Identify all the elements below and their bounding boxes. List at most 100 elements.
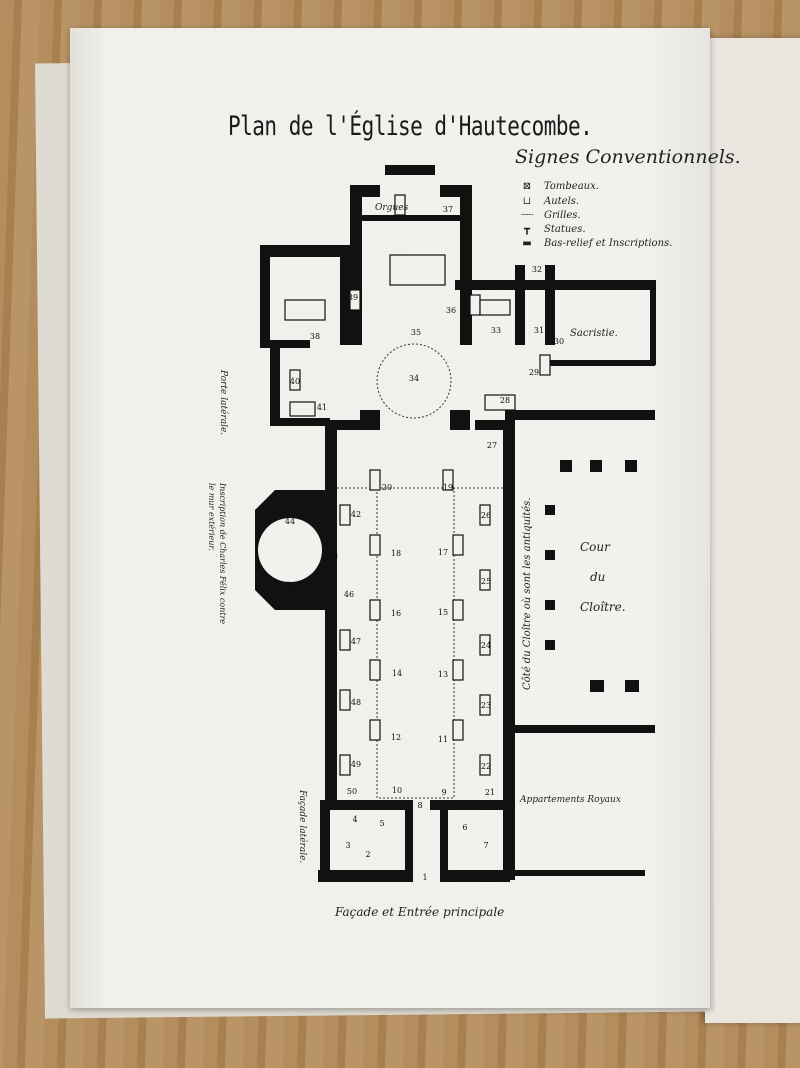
altar <box>289 401 316 417</box>
plan-title: Plan de l'Église d'Hautecombe. <box>228 111 593 141</box>
plan-number: 31 <box>534 326 544 335</box>
wall <box>320 800 410 810</box>
plan-number: 27 <box>487 441 497 450</box>
label-du: du <box>590 570 606 584</box>
wall <box>385 165 435 175</box>
wall <box>270 418 330 426</box>
tomb <box>539 354 551 376</box>
circular-grille <box>376 343 452 419</box>
wall <box>440 870 510 882</box>
label-cote-cloitre: Côté du Cloître où sont les antiquités. <box>522 497 533 690</box>
plan-number: 14 <box>392 669 402 678</box>
tomb <box>452 719 464 741</box>
plan-number: 2 <box>365 850 370 859</box>
wall <box>515 725 655 733</box>
tomb <box>369 469 381 491</box>
plan-number: 33 <box>491 326 501 335</box>
plan-number: 49 <box>351 760 361 769</box>
plan-number: 35 <box>411 328 421 337</box>
plan-number: 7 <box>483 841 488 850</box>
wall <box>350 185 380 197</box>
tomb-icon: ⊠ <box>522 181 532 192</box>
tomb <box>339 504 351 526</box>
label-cloitre: Cloître. <box>580 600 626 614</box>
legend-title: Signes Conventionnels. <box>515 146 741 168</box>
plan-number: 8 <box>417 801 422 810</box>
wall <box>625 460 637 472</box>
plan-number: 37 <box>443 205 453 214</box>
nave-grille <box>376 487 455 799</box>
plan-number: 40 <box>290 377 300 386</box>
plan-number: 29 <box>529 368 539 377</box>
wall <box>270 345 280 425</box>
wall <box>625 680 639 692</box>
legend-item-bas-relief: ▬Bas-relief et Inscriptions. <box>516 238 672 249</box>
plan-number: 15 <box>438 608 448 617</box>
book-page <box>70 28 710 1008</box>
tomb <box>479 634 491 656</box>
tomb <box>442 469 454 491</box>
label-porte-laterale: Porte latérale. <box>218 370 228 436</box>
label-facade-laterale: Façade latérale. <box>297 790 307 864</box>
plan-number: 16 <box>391 609 401 618</box>
wall <box>325 420 365 430</box>
plan-number: 24 <box>481 641 491 650</box>
label-inscription: Inscription de Charles Félix contre le m… <box>207 483 227 625</box>
plan-number: 9 <box>441 788 446 797</box>
plan-number: 44 <box>285 517 295 526</box>
wall <box>320 800 330 880</box>
wall <box>545 505 555 515</box>
plan-number: 41 <box>317 403 327 412</box>
wall <box>260 245 270 345</box>
wall <box>318 870 413 882</box>
tomb <box>452 599 464 621</box>
plan-number: 38 <box>310 332 320 341</box>
plan-number: 17 <box>438 548 448 557</box>
wall <box>455 280 555 290</box>
plan-number: 23 <box>481 701 491 710</box>
wall <box>460 185 472 345</box>
tomb <box>369 534 381 556</box>
label-sacristie: Sacristie. <box>570 328 618 339</box>
plan-number: 45 <box>285 581 295 590</box>
wall <box>430 800 515 810</box>
wall <box>503 420 515 880</box>
plan-number: 47 <box>351 637 361 646</box>
legend-item-altars: ⊔Autels. <box>516 196 579 207</box>
tomb <box>479 694 491 716</box>
altar <box>479 299 511 316</box>
wall <box>360 410 380 430</box>
tomb <box>369 719 381 741</box>
plan-number: 32 <box>532 265 542 274</box>
label-facade-principale: Façade et Entrée principale <box>335 905 505 919</box>
tomb <box>394 194 406 216</box>
altar <box>284 299 326 321</box>
wall <box>555 280 655 290</box>
wall <box>590 460 602 472</box>
wall <box>475 420 515 430</box>
wall <box>440 800 448 880</box>
label-appartements-royaux: Appartements Royaux <box>520 795 621 805</box>
tomb <box>369 599 381 621</box>
plan-number: 5 <box>379 819 384 828</box>
wall <box>325 470 337 600</box>
tomb <box>479 754 491 776</box>
wall <box>350 215 470 221</box>
plan-number: 42 <box>351 510 361 519</box>
plan-number: 22 <box>481 762 491 771</box>
right-page <box>705 38 800 1023</box>
wall <box>650 280 656 365</box>
plan-number: 11 <box>438 735 448 744</box>
plan-number: 36 <box>446 306 456 315</box>
wall <box>505 410 655 420</box>
altar <box>389 254 446 286</box>
wall <box>545 360 655 366</box>
tomb <box>479 504 491 526</box>
wall <box>260 245 355 257</box>
plan-number: 25 <box>481 577 491 586</box>
grille-icon: ┈┈ <box>520 210 534 221</box>
plan-number: 10 <box>392 786 402 795</box>
plan-number: 3 <box>345 841 350 850</box>
statue-icon: ┳ <box>523 224 531 235</box>
